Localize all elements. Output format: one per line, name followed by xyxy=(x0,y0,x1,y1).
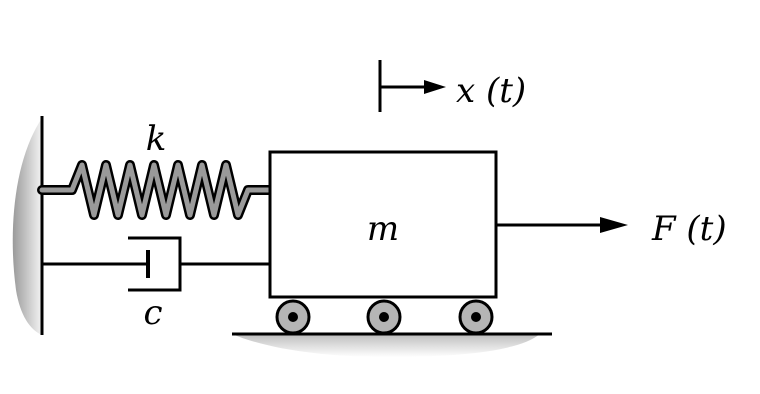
rollers xyxy=(275,299,494,335)
applied-force: F (t) xyxy=(496,209,727,249)
arrow-right-icon xyxy=(380,80,446,94)
damper-label: c xyxy=(143,293,162,333)
spring-label: k xyxy=(146,119,167,159)
mass-box xyxy=(268,150,498,299)
roller-wheel-icon xyxy=(458,299,494,335)
mass-label: m xyxy=(367,209,399,249)
damper: c xyxy=(42,236,270,333)
wall-shadow xyxy=(12,118,42,335)
ground-shadow xyxy=(232,334,540,358)
spring-coil xyxy=(39,162,273,218)
mass-block: m xyxy=(268,150,498,299)
roller-wheel-icon xyxy=(366,299,402,335)
ground xyxy=(232,332,552,358)
fixed-wall xyxy=(12,116,44,335)
roller-wheel-icon xyxy=(275,299,311,335)
displacement-indicator: x (t) xyxy=(378,60,526,112)
displacement-label: x (t) xyxy=(456,71,526,111)
force-label: F (t) xyxy=(651,209,727,249)
arrow-right-icon xyxy=(496,217,628,233)
spring: k xyxy=(37,119,275,220)
